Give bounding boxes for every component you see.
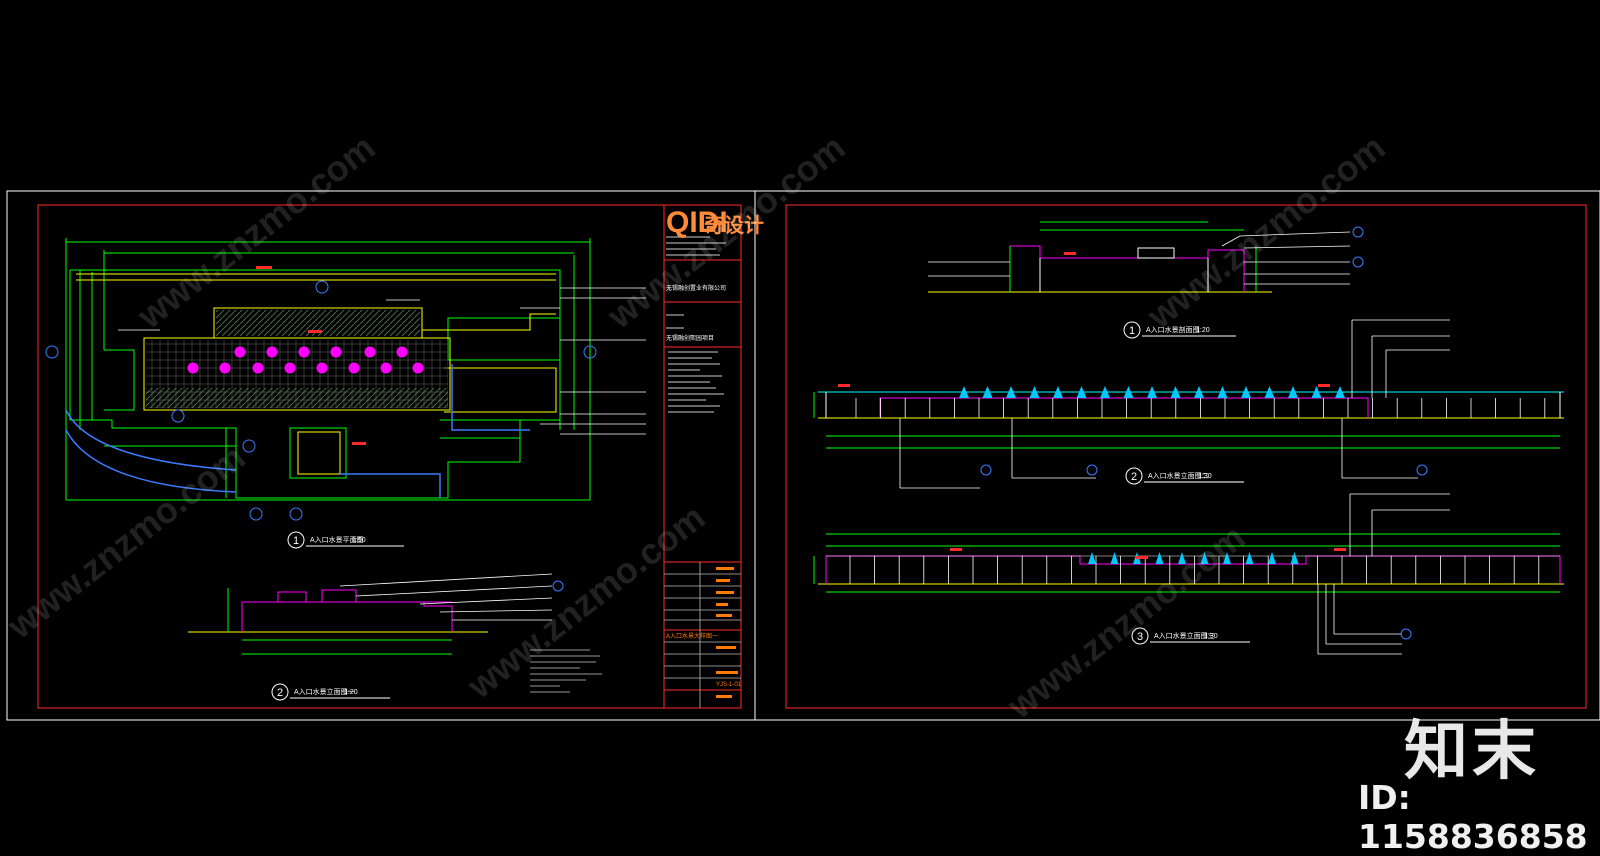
plan-index: 1 (293, 535, 299, 547)
watermark-site-2: www.znzmo.com (599, 126, 853, 337)
fountain-jets-elevation-2 (959, 386, 1345, 398)
fountain-jets-plan (187, 346, 424, 374)
title-block-drawing-name: A入口水景大样图一 (666, 632, 718, 640)
elevation-2-title: 2 A入口水景立面图二 1:30 (1125, 467, 1244, 485)
elev1-index: 2 (277, 687, 283, 699)
fountain-jet (1170, 386, 1181, 398)
watermark-brand-logo: 知末 (1404, 715, 1540, 789)
fountain-jet (1076, 386, 1087, 398)
fountain-jet (1088, 552, 1096, 564)
title-block-project: 无锡融创熙园项目 (666, 334, 714, 342)
title-block-client: 无锡融创置业有限公司 (666, 284, 726, 292)
fountain-jet (1245, 552, 1254, 564)
fountain-jet (1200, 552, 1209, 564)
plan-title-text: A入口水景平面图 (310, 535, 364, 544)
elev2-index: 2 (1131, 471, 1137, 483)
fountain-jet (1110, 552, 1119, 564)
elevation-1-title: 2 A入口水景立面图一 1:20 (271, 683, 390, 701)
watermark-site-6: www.znzmo.com (999, 516, 1253, 727)
sheet-2: 1 A入口水景剖面图 1:20 (754, 190, 1600, 721)
fountain-jet (1217, 386, 1228, 398)
fountain-jet (1264, 386, 1275, 398)
title-block (664, 236, 741, 708)
plan-title: 1 A入口水景平面图 1:50 (287, 531, 404, 549)
sheet-1: 1 A入口水景平面图 1:50 2 A入口水景立面图 (6, 190, 756, 721)
title-block-logo: QIDI (666, 206, 728, 239)
fountain-jet (1335, 386, 1345, 398)
elev1-scale: 1:20 (344, 689, 358, 696)
fountain-jet (982, 386, 993, 398)
elev2-scale: 1:30 (1198, 473, 1212, 480)
fountain-jet (1155, 552, 1164, 564)
fountain-jet (1053, 386, 1063, 398)
watermark-site-3: www.znzmo.com (1139, 126, 1393, 337)
fountain-jet (1223, 552, 1231, 564)
fountain-jet (1029, 386, 1040, 398)
fountain-jet (959, 386, 969, 398)
elevation-3 (813, 493, 1564, 655)
fountain-jet (1268, 552, 1276, 564)
fountain-jet (1147, 386, 1157, 398)
section-1-title: 1 A入口水景剖面图 1:20 (1123, 321, 1236, 339)
plan-view (45, 238, 646, 521)
fountain-jet (1311, 386, 1322, 398)
fountain-jet (1006, 386, 1016, 398)
fountain-jet (1178, 552, 1186, 564)
elev2-title-text: A入口水景立面图二 (1148, 471, 1209, 480)
title-block-logo-cn: 奇设计 (704, 213, 764, 237)
sec1-title-text: A入口水景剖面图 (1146, 325, 1200, 334)
fountain-jet (1290, 552, 1299, 564)
elev3-title-text: A入口水景立面图三 (1154, 631, 1215, 640)
sec1-index: 1 (1129, 325, 1135, 337)
fountain-jet (1241, 386, 1251, 398)
watermark-id: ID: 1158836858 (1358, 778, 1588, 856)
elevation-3-title: 3 A入口水景立面图三 1:30 (1131, 627, 1250, 645)
sec1-scale: 1:20 (1196, 327, 1210, 334)
watermark-site-5: www.znzmo.com (459, 496, 713, 707)
notes-block (530, 649, 602, 693)
watermark-site-1: www.znzmo.com (129, 126, 383, 337)
plan-scale: 1:50 (352, 537, 366, 544)
fountain-jet (1100, 386, 1110, 398)
elevation-2 (813, 319, 1564, 489)
elevation-1 (188, 573, 564, 655)
fountain-jet (1123, 386, 1134, 398)
section-1 (928, 221, 1364, 293)
fountain-jet (1288, 386, 1298, 398)
elev1-title-text: A入口水景立面图一 (294, 687, 355, 696)
fountain-jet (1194, 386, 1204, 398)
elev3-index: 3 (1137, 631, 1143, 643)
elev3-scale: 1:30 (1204, 633, 1218, 640)
title-block-drawing-no: YJS-1-01 (716, 682, 742, 688)
